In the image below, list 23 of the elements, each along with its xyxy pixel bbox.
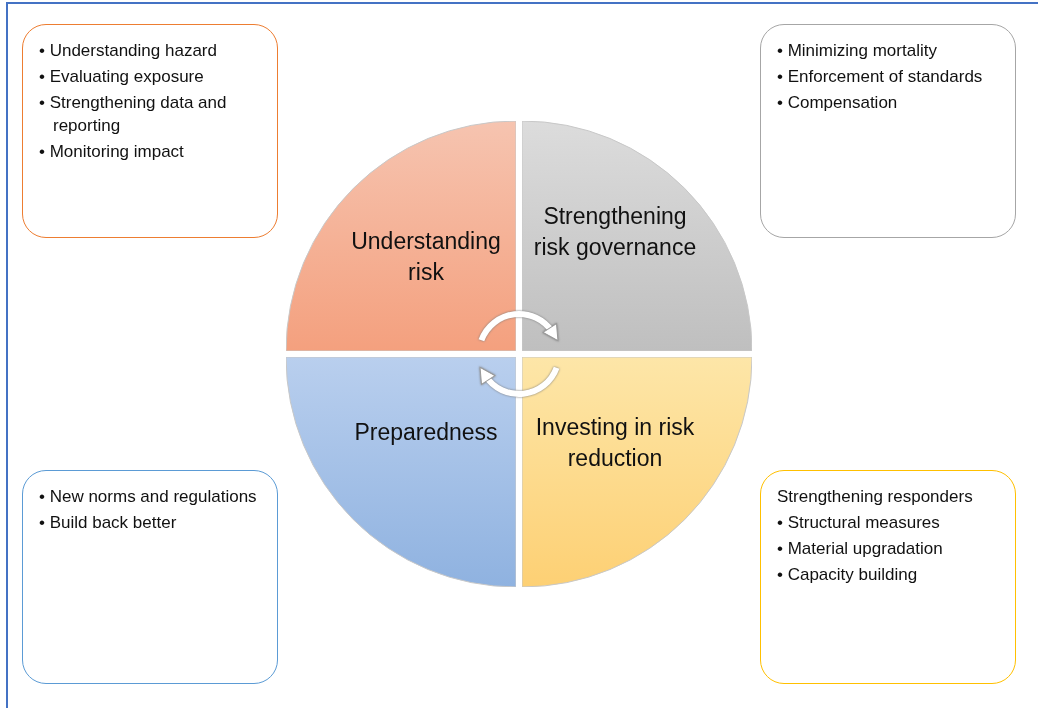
bullet-item: • Enforcement of standards <box>777 66 984 88</box>
segment-title: Understanding risk <box>350 227 502 287</box>
bullet-item: • Minimizing mortality <box>777 40 938 62</box>
bullet-item: • Monitoring impact <box>39 141 185 163</box>
segment-title: Strengthening risk governance <box>532 202 698 262</box>
bullet-item: • Strengthening data and reporting <box>39 92 228 137</box>
bullet-item: • New norms and regulations <box>39 486 258 508</box>
bullet-list-box <box>760 24 1016 238</box>
segment-title: Preparedness <box>353 418 499 447</box>
segment-title: Investing in risk reduction <box>534 413 696 473</box>
bullet-item: • Material upgradation <box>777 538 944 560</box>
bullet-item: Strengthening responders <box>777 486 974 508</box>
bullet-list-box <box>22 24 278 238</box>
bullet-list-box <box>22 470 278 684</box>
bullet-item: • Capacity building <box>777 564 919 586</box>
bullet-item: • Evaluating exposure <box>39 66 205 88</box>
bullet-item: • Compensation <box>777 92 899 114</box>
bullet-item: • Understanding hazard <box>39 40 218 62</box>
curved-arrow <box>479 366 560 397</box>
bullet-item: • Build back better <box>39 512 178 534</box>
bullet-item: • Structural measures <box>777 512 941 534</box>
curved-arrow <box>478 311 559 342</box>
bullet-list-box <box>760 470 1016 684</box>
